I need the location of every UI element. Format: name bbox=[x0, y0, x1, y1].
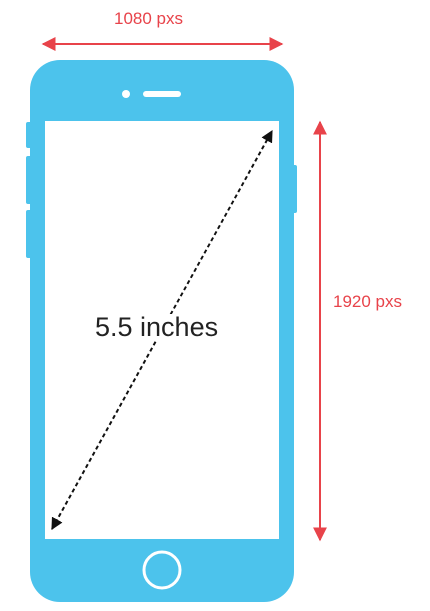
width-label: 1080 pxs bbox=[114, 9, 183, 28]
diagonal-label: 5.5 inches bbox=[93, 312, 221, 342]
height-label: 1920 pxs bbox=[333, 292, 402, 311]
speaker-grille bbox=[143, 91, 181, 97]
home-button bbox=[142, 550, 182, 590]
front-camera bbox=[122, 90, 130, 98]
